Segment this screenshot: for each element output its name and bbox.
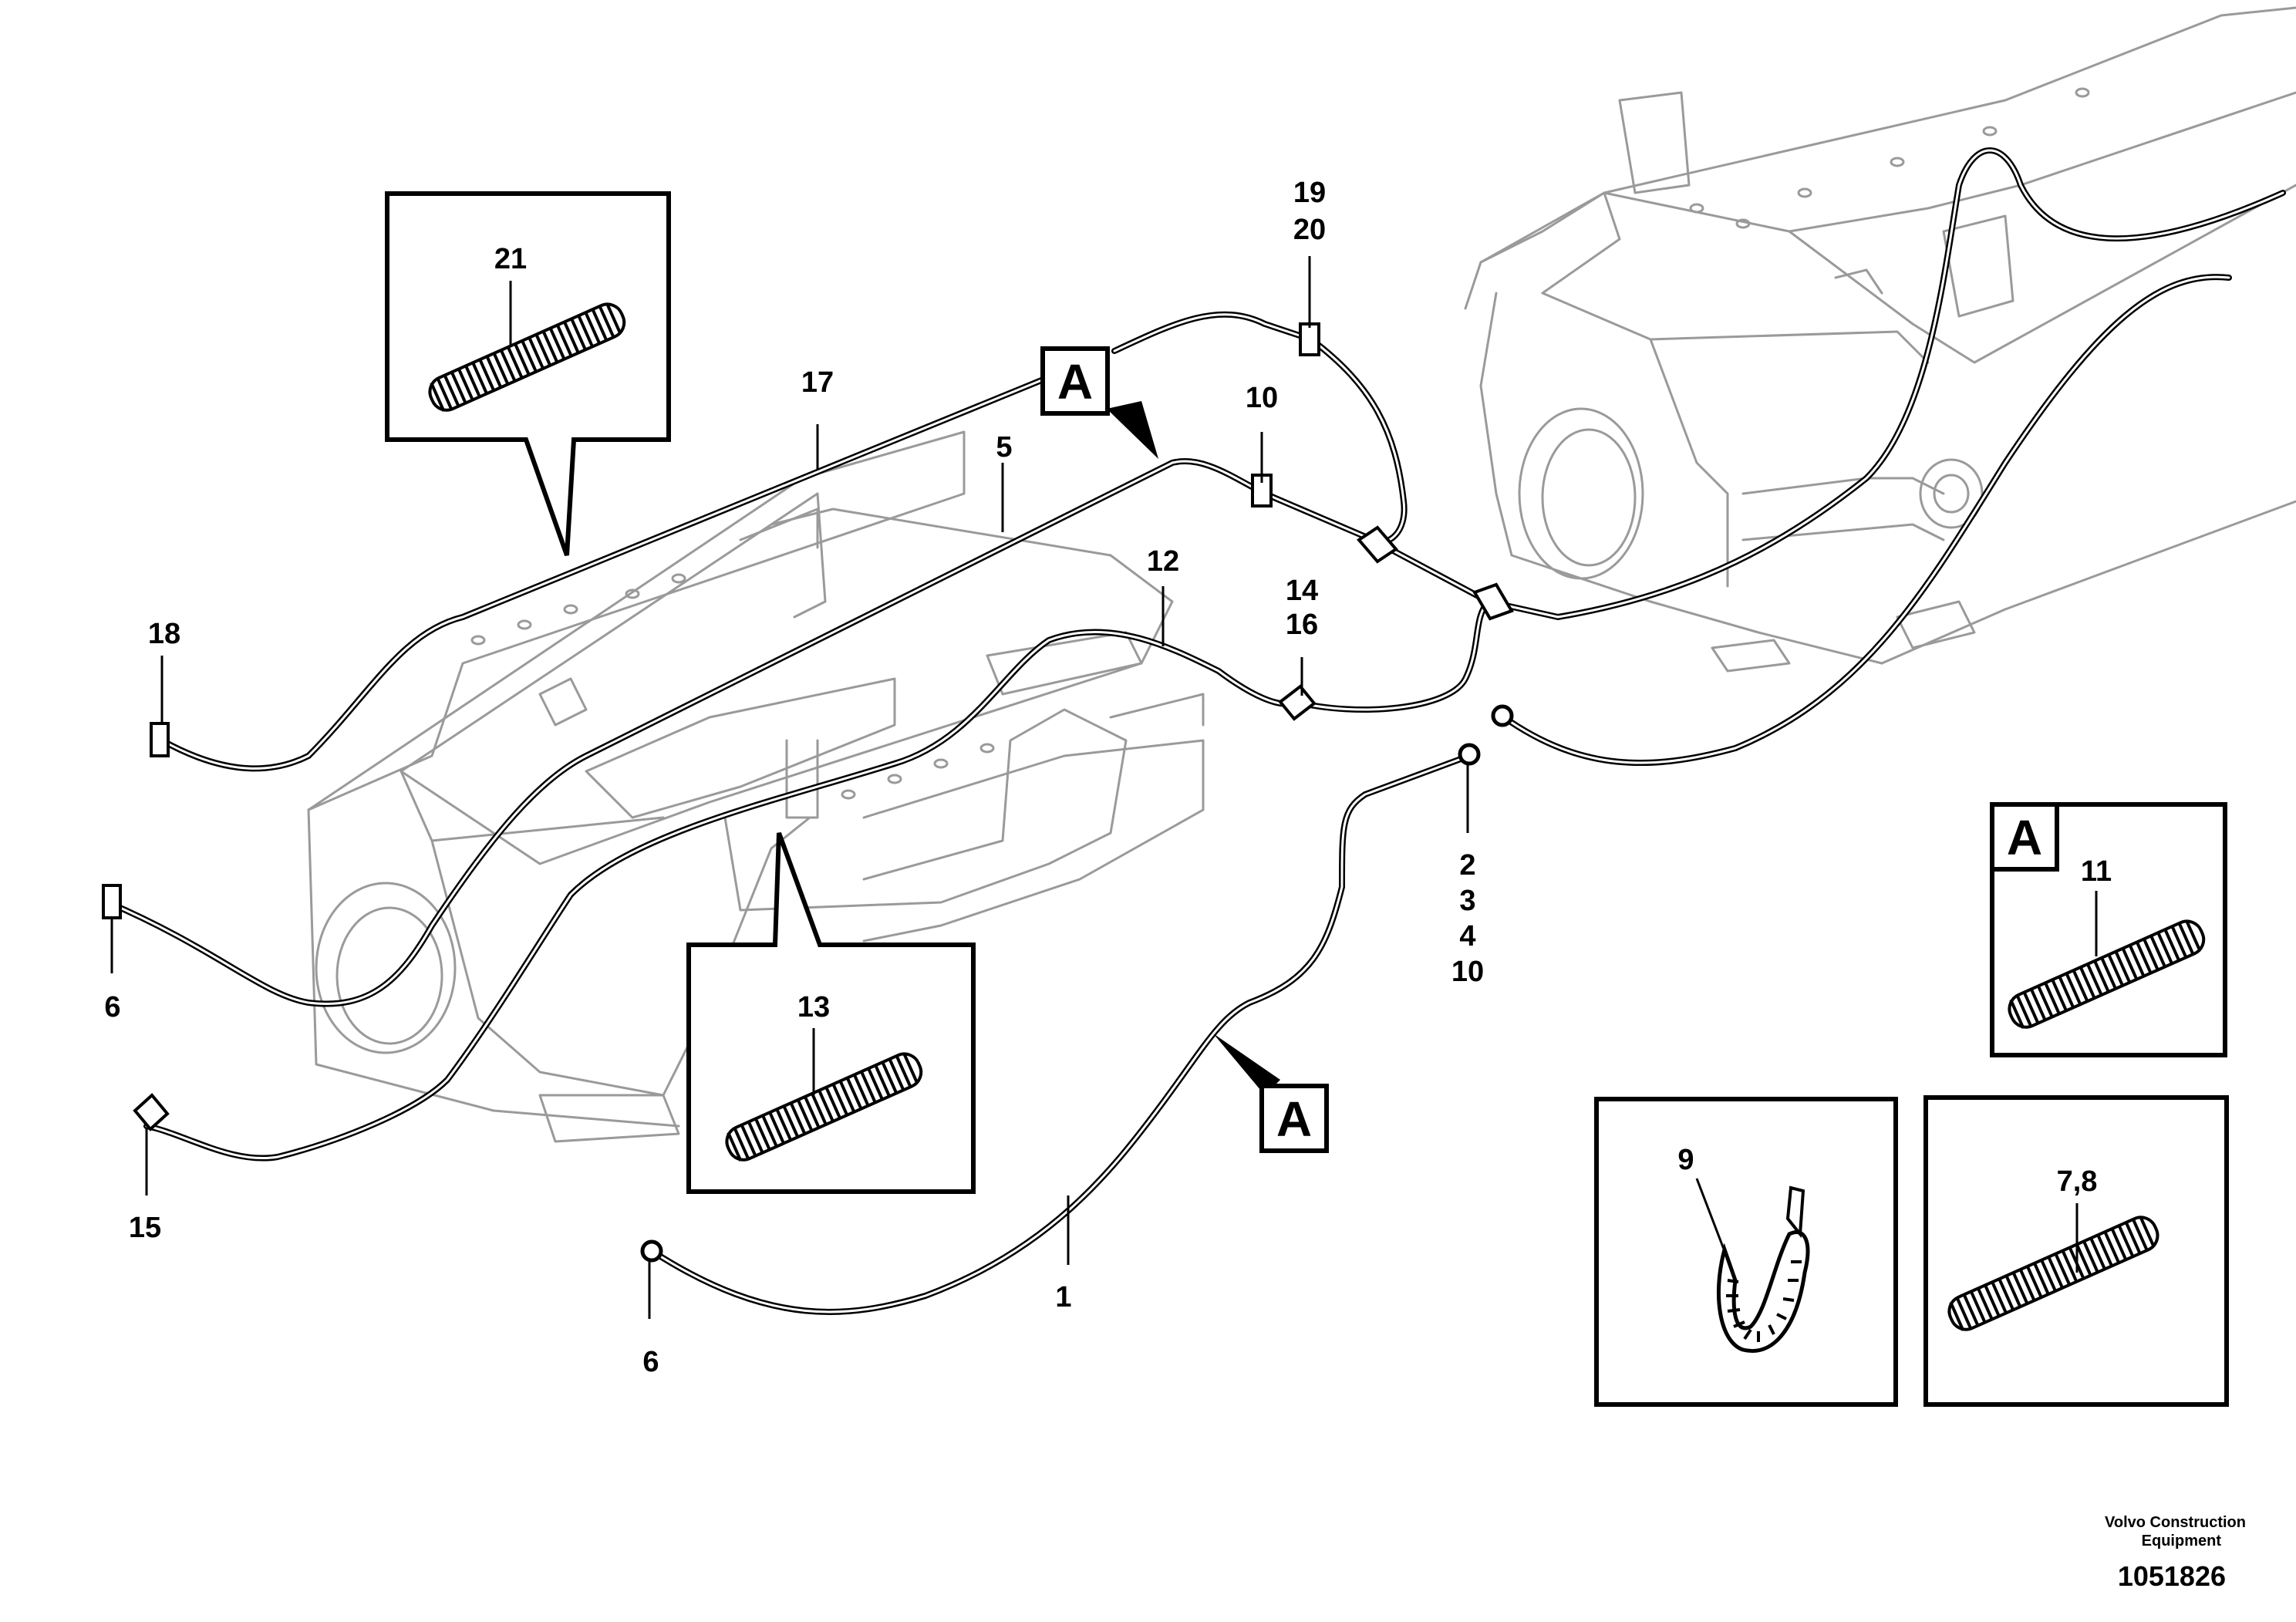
fitting-19-20 xyxy=(1299,322,1320,356)
brand-line-1: Volvo Construction xyxy=(2105,1514,2246,1531)
svg-text:A: A xyxy=(1057,354,1093,410)
label-14: 14 xyxy=(1286,575,1318,607)
detail-box-13 xyxy=(686,831,976,1194)
fitting-6-bottom xyxy=(640,1239,663,1263)
sleeve-7-8-icon xyxy=(1947,1216,2159,1331)
tee-fitting-lower xyxy=(1472,582,1514,621)
label-19: 19 xyxy=(1293,177,1326,209)
label-2: 2 xyxy=(1459,849,1475,882)
label-11: 11 xyxy=(2081,855,2112,888)
fitting-18 xyxy=(150,722,170,757)
sleeve-11-icon xyxy=(2008,919,2206,1029)
brand-line-2: Equipment xyxy=(2142,1533,2222,1549)
fitting-2-3-4-10 xyxy=(1458,743,1481,766)
label-9: 9 xyxy=(1677,1144,1694,1176)
sleeve-21-icon xyxy=(428,302,626,412)
fitting-14-16 xyxy=(1278,684,1317,721)
section-marker-a-top: A xyxy=(1040,346,1158,459)
cable-tie-9-icon xyxy=(1716,1185,1810,1353)
label-7-8: 7,8 xyxy=(2057,1165,2098,1198)
label-17: 17 xyxy=(801,366,834,399)
hose-fittings xyxy=(102,322,1514,1263)
tee-fitting-upper xyxy=(1357,525,1398,564)
label-12: 12 xyxy=(1147,545,1179,578)
label-13: 13 xyxy=(797,991,830,1023)
label-6-bottom: 6 xyxy=(642,1346,659,1378)
footer: Volvo Construction Equipment 1051826 xyxy=(2105,1514,2246,1592)
fitting-6-left xyxy=(102,884,122,919)
hose-lines xyxy=(105,147,2286,1315)
label-6-left: 6 xyxy=(104,991,120,1023)
svg-text:A: A xyxy=(1276,1091,1312,1147)
label-10-top: 10 xyxy=(1246,382,1278,414)
detail-box-21 xyxy=(385,191,671,556)
label-4: 4 xyxy=(1459,920,1475,953)
detail-box-9 xyxy=(1594,1097,1898,1407)
sleeve-13-icon xyxy=(725,1052,923,1162)
label-15: 15 xyxy=(129,1212,161,1244)
label-21: 21 xyxy=(494,243,527,275)
label-10-right: 10 xyxy=(1451,956,1484,988)
detail-box-7-8 xyxy=(1923,1095,2229,1407)
label-18: 18 xyxy=(148,618,180,650)
detail-box-a-11 xyxy=(1990,802,2227,1057)
label-1: 1 xyxy=(1055,1281,1071,1313)
fitting-15 xyxy=(133,1093,170,1131)
section-marker-a-box-label: A xyxy=(2007,810,2042,865)
section-marker-a-bottom: A xyxy=(1213,1034,1329,1153)
label-5: 5 xyxy=(996,431,1012,464)
front-frame-drawing xyxy=(307,430,1205,1143)
leader-lines xyxy=(110,256,1469,1319)
rear-frame-drawing xyxy=(1464,6,2296,673)
drawing-number: 1051826 xyxy=(2118,1560,2226,1592)
part-labels: 21 17 19 20 10 5 12 14 16 18 6 15 13 2 3… xyxy=(104,177,2112,1378)
fitting-right-end xyxy=(1491,704,1514,727)
label-16: 16 xyxy=(1286,609,1318,641)
label-3: 3 xyxy=(1459,885,1475,917)
label-20: 20 xyxy=(1293,214,1326,246)
